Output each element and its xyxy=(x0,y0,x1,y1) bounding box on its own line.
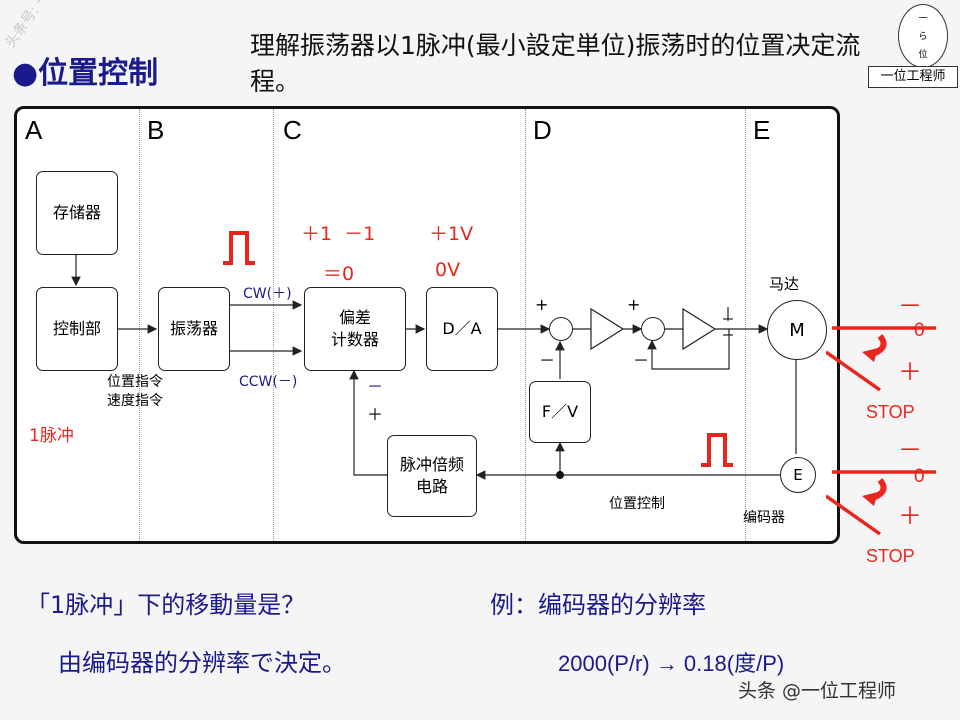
oscillator-block: 振荡器 xyxy=(158,287,230,371)
sum2-plus-sign: + xyxy=(627,295,641,314)
pulse-multiplier-block: 脉冲倍频 电路 xyxy=(387,435,477,517)
cw-label: CW(＋) xyxy=(243,286,292,302)
switch-indicators xyxy=(826,326,936,536)
pulse-icon xyxy=(701,433,733,467)
memory-label: 存储器 xyxy=(52,203,101,222)
deviation-counter-label-2: 计数器 xyxy=(330,330,379,349)
switch1-minus: － xyxy=(898,293,922,320)
logo-glyph-mid: ら xyxy=(918,32,928,42)
motor-label: 马达 xyxy=(769,275,800,293)
pulse-multiplier-label-1: 脉冲倍频 xyxy=(399,455,464,474)
switch2-zero: 0 xyxy=(914,466,925,487)
sum1-plus-sign: + xyxy=(535,295,549,314)
motor-letter: M xyxy=(789,319,805,341)
encoder-label: 编码器 xyxy=(743,510,785,526)
da-label: D／A xyxy=(442,319,482,338)
column-label-e: E xyxy=(753,115,771,145)
question-text: 「1脉冲」下的移動量是？ xyxy=(26,591,306,619)
credit-text: 头条 @一位工程师 xyxy=(738,680,897,702)
position-command-label: 位置指令 xyxy=(107,374,163,390)
voltage-top-label: ＋1V xyxy=(429,223,474,245)
column-label-d: D xyxy=(533,115,552,145)
example-title: 例：编码器的分辨率 xyxy=(490,591,706,619)
example-value: 2000(P/r) → 0.18(度/P) xyxy=(558,651,785,676)
deviation-counter-label-1: 偏差 xyxy=(338,308,371,327)
summing-junction-2 xyxy=(641,317,665,341)
signal-lines xyxy=(71,255,797,480)
logo-text: 一位工程师 xyxy=(868,66,958,88)
counter-feedback-plus: ＋ xyxy=(367,405,384,424)
fv-converter-block: F／V xyxy=(529,381,591,443)
logo-glyph-bottom: 位 xyxy=(918,50,928,60)
switch1-plus: ＋ xyxy=(898,359,922,386)
switch2-plus: ＋ xyxy=(898,503,922,530)
column-separator xyxy=(139,109,140,541)
column-label-b: B xyxy=(147,115,165,145)
speed-command-label: 速度指令 xyxy=(107,393,163,409)
column-separator xyxy=(745,109,746,541)
counter-result-label: ＝0 xyxy=(323,263,355,285)
one-pulse-label: 1脉冲 xyxy=(29,426,74,446)
diagram-panel: A B C D E xyxy=(14,106,840,544)
summing-junction-1 xyxy=(549,317,573,341)
logo-emblem: 一 ら 位 xyxy=(898,4,948,68)
encoder-symbol: E xyxy=(780,457,816,493)
controller-label: 控制部 xyxy=(52,319,101,338)
column-label-a: A xyxy=(25,115,43,145)
switch2-stop: STOP xyxy=(866,546,915,566)
column-separator xyxy=(273,109,274,541)
position-control-label: 位置控制 xyxy=(609,496,665,512)
switch1-zero: 0 xyxy=(914,320,925,341)
counter-feedback-minus: － xyxy=(367,377,384,396)
page-description: 理解振荡器以1脉冲(最小設定単位)振荡时的位置决定流程。 xyxy=(250,31,861,96)
ccw-label: CCW(－) xyxy=(239,374,298,390)
watermark: 头条号: 一位工程师 xyxy=(0,0,86,51)
fv-label: F／V xyxy=(541,402,579,421)
pulse-icon xyxy=(223,231,255,265)
sum1-minus-sign: － xyxy=(539,351,556,370)
answer-text: 由编码器的分辨率で決定。 xyxy=(58,649,346,677)
controller-block: 控制部 xyxy=(36,287,118,371)
logo-glyph-top: 一 xyxy=(918,14,928,24)
counter-math-label: ＋1 －1 xyxy=(301,223,376,245)
page-title: ●位置控制 xyxy=(12,56,159,91)
column-label-c: C xyxy=(283,115,302,145)
pulse-multiplier-label-2: 电路 xyxy=(415,477,448,496)
motor-symbol: M xyxy=(767,300,827,360)
deviation-counter-block: 偏差 计数器 xyxy=(304,287,406,371)
sum2-minus-sign: － xyxy=(633,351,650,370)
oscillator-label: 振荡器 xyxy=(169,319,218,338)
switch2-minus: － xyxy=(898,437,922,464)
voltage-bottom-label: 0V xyxy=(435,259,461,281)
encoder-letter: E xyxy=(793,466,803,484)
memory-block: 存储器 xyxy=(36,171,118,255)
column-separator xyxy=(525,109,526,541)
switch1-stop: STOP xyxy=(866,402,915,422)
da-converter-block: D／A xyxy=(426,287,498,371)
